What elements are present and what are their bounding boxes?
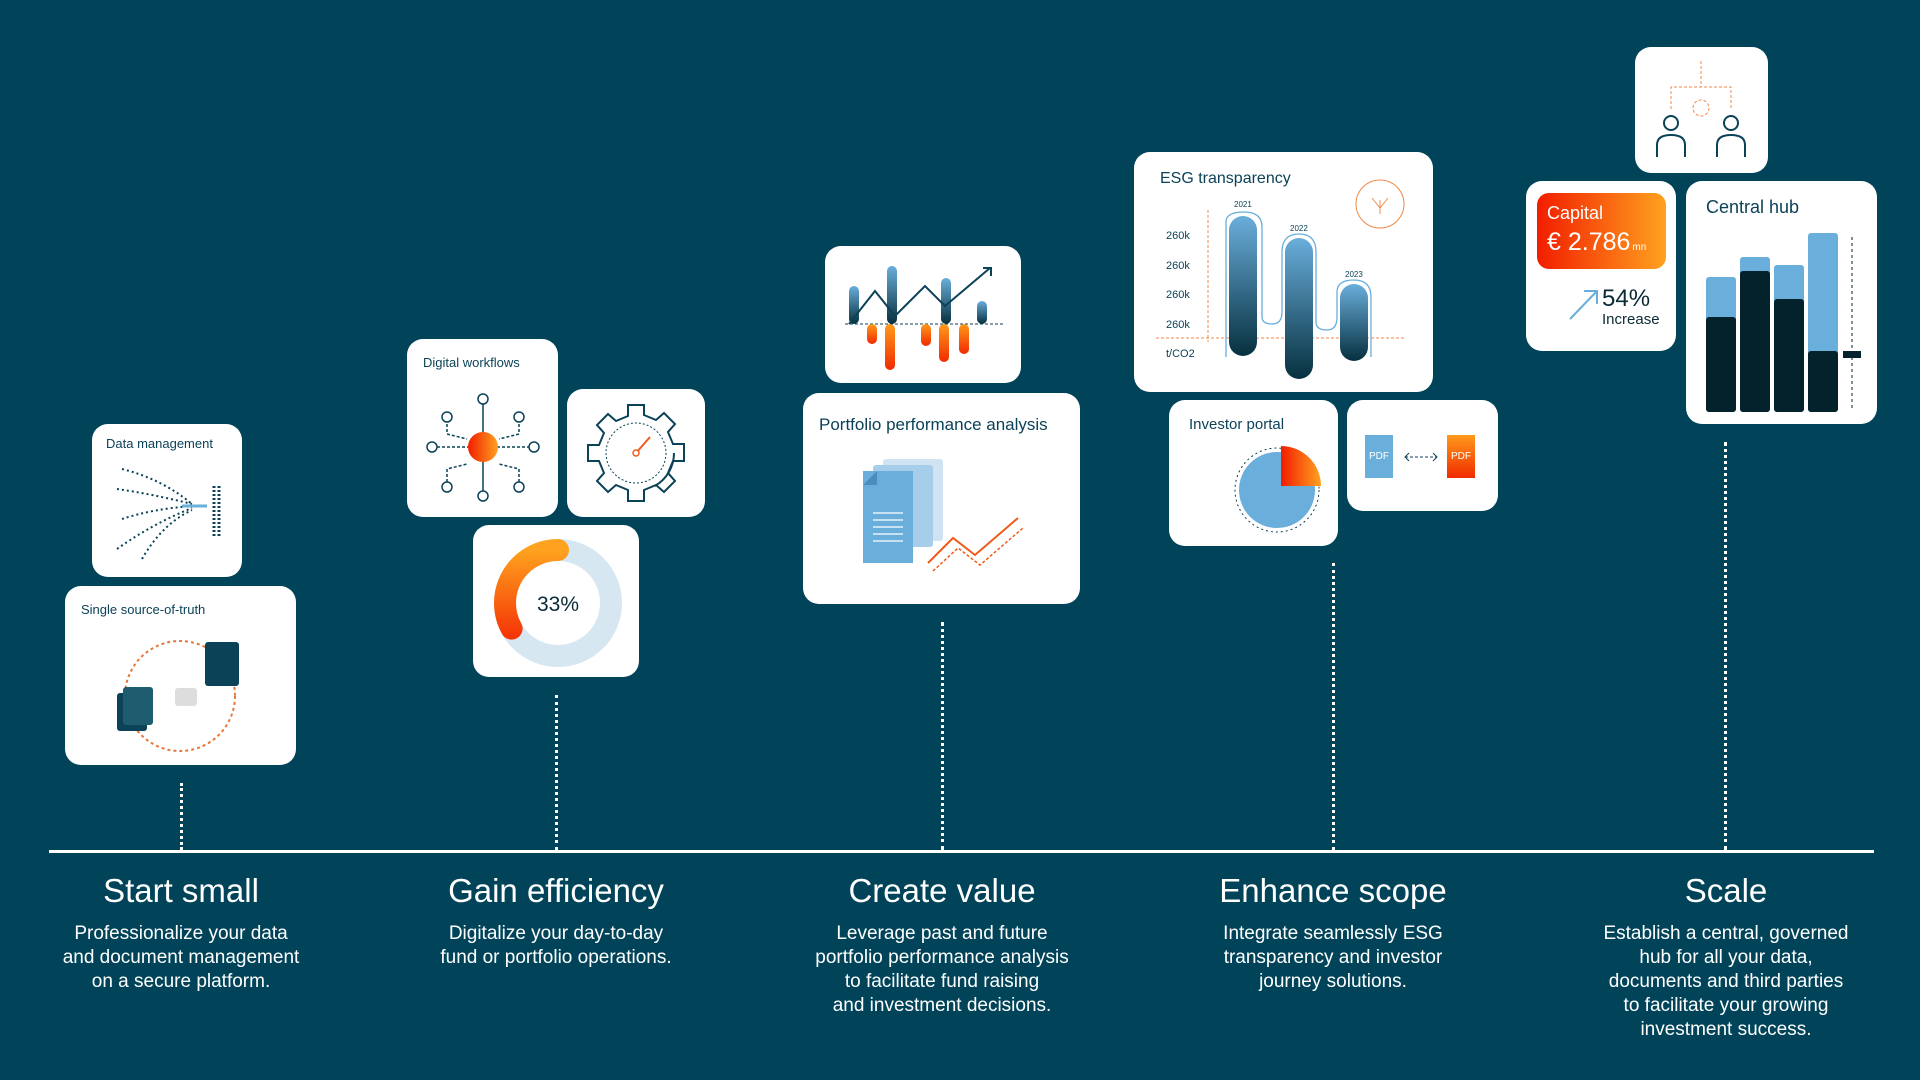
timeline-axis bbox=[49, 850, 1874, 853]
progress-percent: 33% bbox=[536, 593, 580, 616]
portfolio-card: Portfolio performance analysis bbox=[803, 393, 1080, 604]
pdf-label: PDF bbox=[1369, 451, 1389, 462]
unit-label: t/CO2 bbox=[1166, 348, 1195, 360]
mini-bar-chart bbox=[845, 266, 1005, 370]
connector-line bbox=[1724, 442, 1727, 850]
step-title: Start small bbox=[103, 872, 259, 909]
capital-value: € 2.786 bbox=[1547, 228, 1631, 256]
documents-lock-icon bbox=[117, 640, 239, 752]
gear-card bbox=[567, 389, 705, 517]
connector-line bbox=[555, 695, 558, 850]
card-title: Portfolio performance analysis bbox=[819, 415, 1048, 434]
card-title: Single source-of-truth bbox=[81, 602, 206, 617]
card-title: Digital workflows bbox=[423, 355, 520, 370]
esg-y-labels: 260k 260k 260k 260k t/CO2 bbox=[1166, 222, 1195, 370]
card-title: Investor portal bbox=[1189, 416, 1285, 433]
bar-chart-card bbox=[825, 246, 1021, 383]
gear-gauge-icon bbox=[587, 404, 685, 502]
single-source-card: Single source-of-truth bbox=[65, 586, 296, 765]
y-label: 260k bbox=[1166, 289, 1190, 301]
people-network-icon bbox=[1656, 61, 1746, 157]
capital-unit: mn bbox=[1632, 242, 1647, 253]
capital-label: Capital bbox=[1547, 203, 1604, 223]
step-title: Create value bbox=[848, 872, 1036, 909]
y-label: 260k bbox=[1166, 259, 1190, 272]
stacked-bar-chart bbox=[1706, 233, 1861, 412]
capital-increase: 54% bbox=[1602, 285, 1651, 312]
year-label: 2021 bbox=[1234, 200, 1252, 209]
capital-increase-label: Increase bbox=[1602, 311, 1660, 328]
pdf-label: PDF bbox=[1451, 451, 1471, 462]
pdf-transfer-icon bbox=[1365, 435, 1475, 478]
card-title: ESG transparency bbox=[1160, 170, 1291, 187]
pie-chart bbox=[1234, 446, 1321, 533]
step-title: Gain efficiency bbox=[448, 872, 664, 909]
card-title: Data management bbox=[106, 436, 213, 451]
connector-line bbox=[1332, 563, 1335, 850]
progress-donut bbox=[494, 539, 622, 667]
workflow-network-icon bbox=[426, 393, 540, 502]
digital-workflows-card: Digital workflows bbox=[407, 339, 558, 517]
arrow-up-right-icon bbox=[1569, 290, 1598, 320]
year-label: 2023 bbox=[1345, 270, 1363, 279]
progress-donut-card: 33% bbox=[473, 525, 639, 677]
card-title: Central hub bbox=[1706, 197, 1800, 217]
pdf-transfer-card: PDF PDF bbox=[1347, 400, 1498, 511]
connector-line bbox=[941, 622, 944, 850]
connector-line bbox=[180, 783, 183, 850]
data-tree-icon bbox=[116, 468, 221, 560]
y-label: 260k bbox=[1166, 318, 1190, 331]
data-management-card: Data management bbox=[92, 424, 242, 577]
central-hub-card: Central hub bbox=[1686, 181, 1877, 424]
documents-trend-icon bbox=[863, 459, 1024, 572]
step-title: Scale bbox=[1684, 872, 1768, 909]
progress-arc bbox=[494, 539, 622, 667]
step-title: Enhance scope bbox=[1219, 872, 1447, 909]
year-label: 2022 bbox=[1290, 224, 1308, 233]
investor-portal-card: Investor portal bbox=[1169, 400, 1338, 546]
esg-card: ESG transparency 260k 260k 260k 260k t/C… bbox=[1134, 152, 1433, 392]
people-card bbox=[1635, 47, 1768, 173]
esg-chart bbox=[1156, 179, 1405, 379]
y-label: 260k bbox=[1166, 230, 1190, 242]
